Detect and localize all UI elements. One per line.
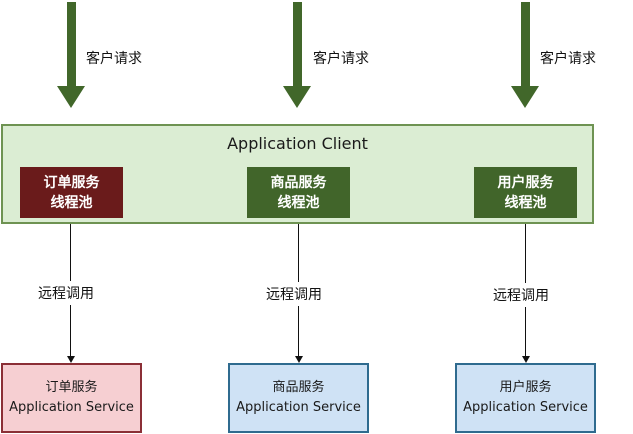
user-application-service: 用户服务 Application Service	[455, 363, 596, 433]
service-name: 商品服务	[272, 380, 325, 395]
arrow-down-icon	[67, 356, 75, 363]
arrow-shaft	[521, 2, 530, 86]
client-request-label-2: 客户请求	[313, 51, 369, 67]
pool-name: 订单服务	[43, 174, 100, 191]
order-service-thread-pool: 订单服务 线程池	[20, 167, 123, 218]
arrow-down-icon	[295, 356, 303, 363]
arrow-down-icon	[522, 356, 530, 363]
service-name: 订单服务	[45, 380, 98, 395]
client-request-label-1: 客户请求	[86, 51, 142, 67]
remote-call-label-1: 远程调用	[38, 281, 94, 305]
pool-name: 用户服务	[497, 174, 554, 191]
arrow-down-icon	[511, 86, 539, 108]
pool-type: 线程池	[504, 194, 547, 211]
user-service-thread-pool: 用户服务 线程池	[474, 167, 577, 218]
pool-type: 线程池	[277, 194, 320, 211]
service-subtitle: Application Service	[236, 400, 361, 415]
product-service-thread-pool: 商品服务 线程池	[247, 167, 350, 218]
remote-call-label-2: 远程调用	[266, 282, 322, 306]
arrow-down-icon	[57, 86, 85, 108]
application-client-title: Application Client	[227, 134, 368, 153]
service-subtitle: Application Service	[9, 400, 134, 415]
arrow-shaft	[67, 2, 76, 86]
arrow-shaft	[293, 2, 302, 86]
pool-type: 线程池	[50, 194, 93, 211]
remote-call-label-3: 远程调用	[493, 283, 549, 307]
pool-name: 商品服务	[270, 174, 327, 191]
product-application-service: 商品服务 Application Service	[228, 363, 369, 433]
arrow-down-icon	[283, 86, 311, 108]
order-application-service: 订单服务 Application Service	[1, 363, 142, 433]
client-request-label-3: 客户请求	[540, 51, 596, 67]
service-subtitle: Application Service	[463, 400, 588, 415]
service-name: 用户服务	[499, 380, 552, 395]
